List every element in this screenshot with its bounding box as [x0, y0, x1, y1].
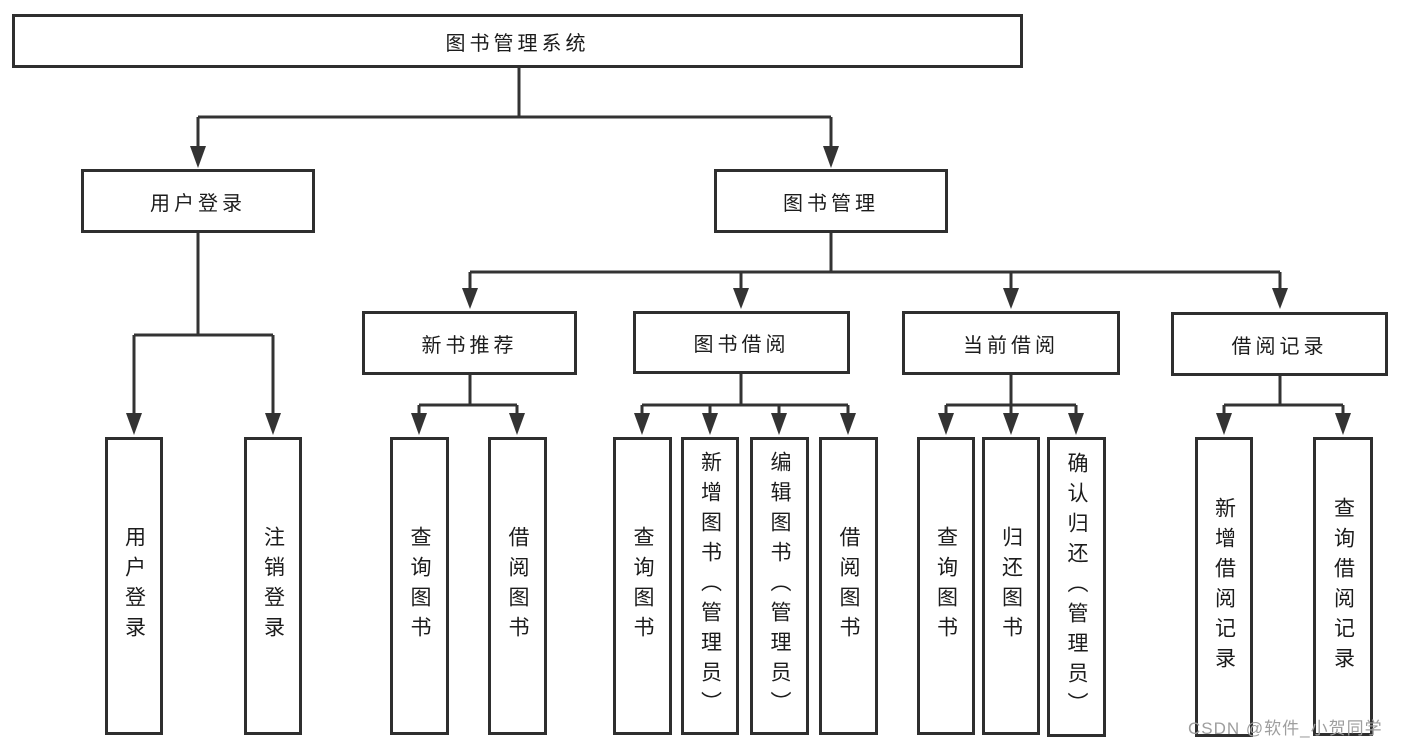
node-label: 借阅记录: [1231, 335, 1328, 358]
node-label: 借阅图书: [837, 526, 860, 646]
leaf-query-books-current: 查询图书: [917, 437, 975, 735]
node-book-management: 图书管理: [714, 169, 948, 233]
leaf-query-borrow-record: 查询借阅记录: [1313, 437, 1373, 736]
arrowhead-icon: [190, 146, 206, 168]
node-label: 新增图书（管理员）: [698, 451, 722, 721]
node-label: 图书管理系统: [445, 32, 590, 55]
node-label: 确认归还（管理员）: [1065, 452, 1088, 722]
leaf-logout: 注销登录: [244, 437, 302, 735]
arrowhead-icon: [1272, 288, 1288, 309]
node-label: 查询图书: [934, 526, 958, 646]
node-label: 新书推荐: [421, 334, 518, 357]
arrowhead-icon: [1003, 413, 1019, 435]
node-label: 编辑图书（管理员）: [768, 451, 791, 721]
arrowhead-icon: [938, 413, 954, 435]
leaf-add-book-admin: 新增图书（管理员）: [681, 437, 739, 735]
node-label: 图书管理: [783, 192, 879, 215]
leaf-add-borrow-record: 新增借阅记录: [1195, 437, 1253, 737]
node-current-borrow: 当前借阅: [902, 311, 1120, 375]
leaf-query-books-borrow: 查询图书: [613, 437, 672, 735]
arrowhead-icon: [702, 413, 718, 435]
node-book-borrow: 图书借阅: [633, 311, 850, 374]
node-label: 借阅图书: [506, 526, 529, 646]
node-user-login: 用户登录: [81, 169, 315, 233]
arrowhead-icon: [411, 413, 427, 435]
node-new-book-recommend: 新书推荐: [362, 311, 577, 375]
arrowhead-icon: [733, 288, 749, 309]
node-label: 注销登录: [261, 526, 285, 646]
arrowhead-icon: [1068, 413, 1084, 435]
arrowhead-icon: [1335, 413, 1351, 435]
node-label: 用户登录: [122, 526, 146, 646]
arrowhead-icon: [634, 413, 650, 435]
watermark: CSDN @软件_小贺同学: [1188, 719, 1383, 738]
arrowhead-icon: [462, 288, 478, 309]
leaf-query-books-recommend: 查询图书: [390, 437, 449, 735]
arrowhead-icon: [1216, 413, 1232, 435]
leaf-borrow-books: 借阅图书: [819, 437, 878, 735]
arrowhead-icon: [126, 413, 142, 435]
node-label: 用户登录: [150, 192, 246, 215]
node-label: 查询图书: [408, 526, 431, 646]
node-label: 查询借阅记录: [1331, 496, 1355, 677]
arrowhead-icon: [265, 413, 281, 435]
node-label: 查询图书: [631, 526, 654, 646]
leaf-user-login: 用户登录: [105, 437, 163, 735]
arrowhead-icon: [509, 413, 525, 435]
arrowhead-icon: [823, 146, 839, 168]
leaf-confirm-return-admin: 确认归还（管理员）: [1047, 437, 1106, 737]
leaf-edit-book-admin: 编辑图书（管理员）: [750, 437, 809, 735]
node-library-management-system: 图书管理系统: [12, 14, 1023, 68]
node-label: 图书借阅: [693, 334, 790, 356]
leaf-borrow-books-recommend: 借阅图书: [488, 437, 547, 735]
node-label: 归还图书: [999, 526, 1023, 646]
arrowhead-icon: [1003, 288, 1019, 309]
arrowhead-icon: [840, 413, 856, 435]
arrowhead-icon: [771, 413, 787, 435]
leaf-return-book: 归还图书: [982, 437, 1040, 735]
node-label: 当前借阅: [963, 334, 1059, 357]
node-label: 新增借阅记录: [1212, 497, 1236, 677]
node-borrow-records: 借阅记录: [1171, 312, 1388, 376]
